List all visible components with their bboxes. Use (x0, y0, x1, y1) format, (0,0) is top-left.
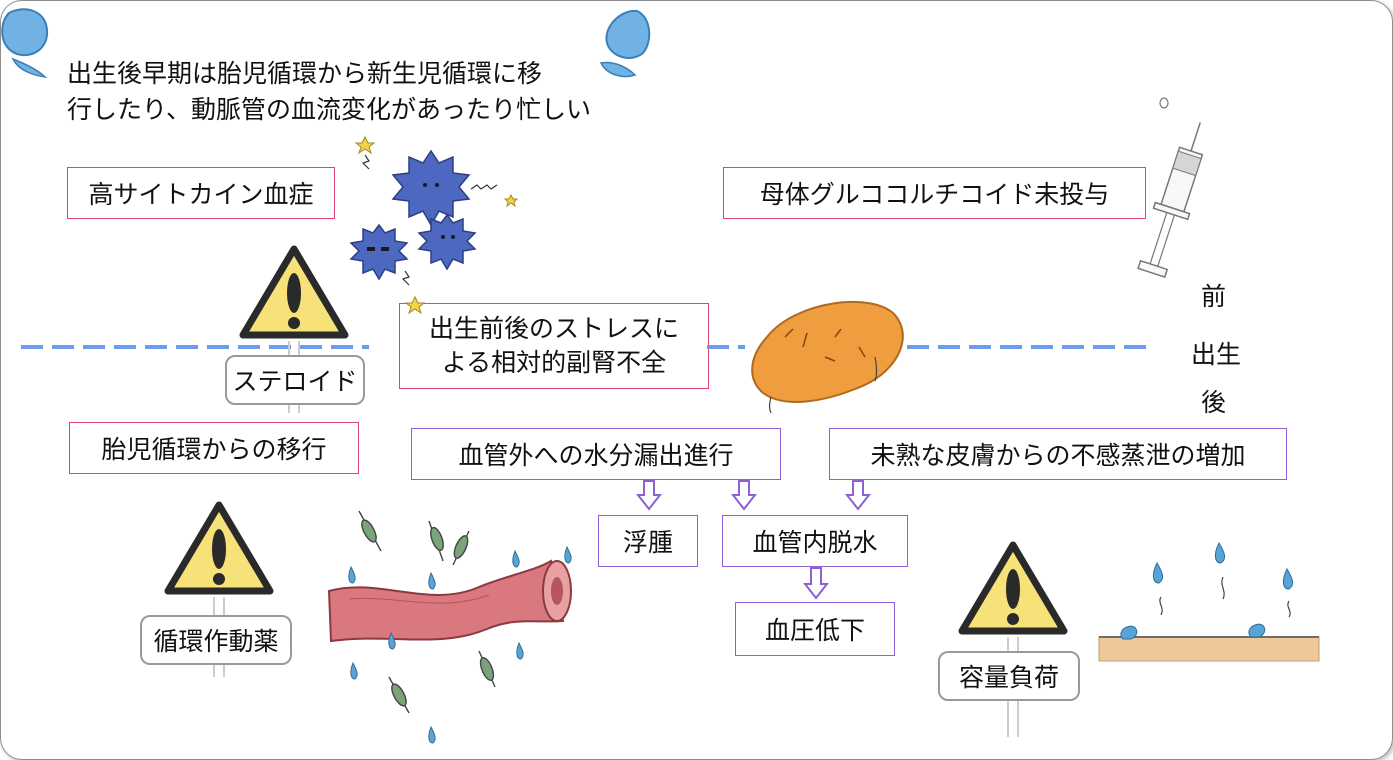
birth-marker-before: 前 (1201, 282, 1227, 311)
top-note-line2: 行したり、動脈管の血流変化があったり忙しい (67, 95, 592, 124)
cytokine-box: 高サイトカイン血症 (67, 167, 335, 219)
glucocorticoid-label: 母体グルココルチコイド未投与 (759, 180, 1110, 209)
inotrope-label: 循環作動薬 (153, 627, 279, 656)
fetal-transition-label: 胎児循環からの移行 (101, 435, 327, 464)
birth-marker-after: 後 (1201, 388, 1227, 417)
syringe-icon (1137, 97, 1204, 279)
hypotension-label: 血圧低下 (764, 616, 865, 645)
dehydration-label: 血管内脱水 (752, 528, 878, 557)
volume-sign: 容量負荷 (938, 651, 1080, 701)
arrow-to-edema-icon (635, 480, 663, 511)
fetal-transition-box: 胎児循環からの移行 (69, 422, 359, 474)
steroid-label: ステロイド (232, 367, 358, 396)
sweat-drop-right-icon (599, 9, 651, 78)
extravasation-box: 血管外への水分漏出進行 (411, 428, 781, 480)
extravasation-label: 血管外への水分漏出進行 (458, 441, 734, 470)
edema-label: 浮腫 (622, 528, 673, 557)
arrow-to-hypotension-icon (802, 567, 830, 600)
stress-label-line1: 出生前後のストレスに (428, 314, 679, 343)
cytokine-label: 高サイトカイン血症 (88, 180, 314, 209)
skin-surface-icon (1098, 541, 1320, 662)
volume-label: 容量負荷 (958, 663, 1059, 692)
sweat-drop-left-icon (1, 8, 49, 79)
top-note-line1: 出生後早期は胎児循環から新生児循環に移 (67, 59, 543, 88)
dehydration-box: 血管内脱水 (722, 515, 908, 567)
arrow-to-dehydration-left-icon (730, 480, 758, 511)
cytokine-virus-icon (349, 135, 519, 315)
warning-triangle-inotrope-icon (164, 501, 274, 677)
glucocorticoid-box: 母体グルココルチコイド未投与 (723, 167, 1146, 219)
skin-loss-box: 未熟な皮膚からの不感蒸泄の増加 (829, 428, 1287, 480)
birth-marker-birth: 出生 (1191, 340, 1242, 369)
inotrope-sign: 循環作動薬 (140, 615, 292, 665)
hypotension-box: 血圧低下 (735, 602, 895, 656)
adrenal-gland-icon (751, 300, 904, 414)
edema-box: 浮腫 (598, 515, 698, 567)
skin-loss-label: 未熟な皮膚からの不感蒸泄の増加 (870, 441, 1246, 470)
steroid-sign: ステロイド (225, 355, 365, 405)
stress-box: 出生前後のストレスに よる相対的副腎不全 (399, 303, 709, 389)
arrow-to-dehydration-right-icon (844, 480, 872, 511)
blood-vessel-icon (327, 510, 572, 744)
stress-label-line2: よる相対的副腎不全 (441, 348, 667, 377)
warning-triangle-volume-icon (958, 541, 1068, 737)
